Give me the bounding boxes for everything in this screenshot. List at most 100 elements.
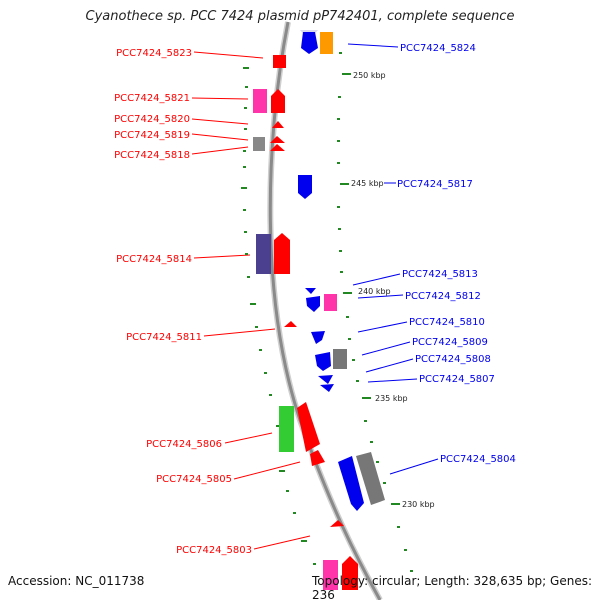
gene-label-5821[interactable]: PCC7424_5821 (114, 93, 190, 104)
gene-label-5810[interactable]: PCC7424_5810 (409, 317, 485, 328)
gene-5810-arrow (311, 331, 325, 344)
leader-5814 (193, 254, 251, 259)
minor-tick (383, 482, 386, 484)
leader-5811 (203, 328, 276, 337)
minor-tick (247, 276, 250, 278)
gene-label-5820[interactable]: PCC7424_5820 (114, 114, 190, 125)
gene-5809-gray-block (333, 349, 347, 369)
minor-tick (244, 107, 247, 109)
gene-5813-arrow (305, 288, 316, 294)
gene-label-5811[interactable]: PCC7424_5811 (126, 332, 202, 343)
gene-label-5824[interactable]: PCC7424_5824 (400, 43, 476, 54)
scale-tick-245 (340, 183, 349, 185)
gene-5804-arrow (338, 456, 364, 511)
topology-text: Topology: circular; Length: 328,635 bp; … (312, 574, 592, 600)
leader-5803 (253, 535, 311, 550)
minor-tick (337, 206, 340, 208)
gene-label-5817[interactable]: PCC7424_5817 (397, 179, 473, 190)
gene-5818-gray-block (253, 137, 265, 151)
inner-tick (250, 303, 256, 305)
gene-label-5823[interactable]: PCC7424_5823 (116, 48, 192, 59)
scale-tick-235 (362, 397, 371, 399)
minor-tick (245, 253, 248, 255)
minor-tick (340, 271, 343, 273)
gene-label-5808[interactable]: PCC7424_5808 (415, 354, 491, 365)
minor-tick (397, 526, 400, 528)
gene-bottom-arrow (342, 556, 358, 590)
right-gene-labels: PCC7424_5824 PCC7424_5817 PCC7424_5813 P… (397, 43, 516, 465)
gene-label-5807[interactable]: PCC7424_5807 (419, 374, 495, 385)
leader-5808 (365, 358, 414, 373)
minor-tick (259, 349, 262, 351)
minor-tick (293, 512, 296, 514)
gene-label-5805[interactable]: PCC7424_5805 (156, 474, 232, 485)
minor-tick (337, 162, 340, 164)
leader-5821 (191, 97, 249, 100)
gene-5804-gray-block (356, 452, 385, 505)
minor-tick (313, 563, 316, 565)
gene-label-5814[interactable]: PCC7424_5814 (116, 254, 192, 265)
gene-5805-arrow (310, 450, 325, 466)
gene-label-5804[interactable]: PCC7424_5804 (440, 454, 516, 465)
leader-5824 (347, 43, 399, 48)
accession-text: Accession: NC_011738 (8, 574, 145, 588)
gene-5811-arrow (284, 321, 297, 327)
gene-label-5819[interactable]: PCC7424_5819 (114, 130, 190, 141)
inner-tick (243, 67, 249, 69)
left-leader-lines (191, 51, 311, 550)
minor-tick (356, 380, 359, 382)
map-title: Cyanothece sp. PCC 7424 plasmid pP742401… (85, 9, 515, 24)
minor-tick (337, 118, 340, 120)
minor-tick (339, 250, 342, 252)
leader-5810 (357, 321, 408, 333)
minor-tick (276, 425, 279, 427)
gene-label-5818[interactable]: PCC7424_5818 (114, 150, 190, 161)
gene-5818-arrow (270, 144, 285, 151)
minor-tick (338, 96, 341, 98)
gene-5803-arrow (330, 520, 344, 527)
gene-5812-pink-block (324, 294, 337, 311)
inner-tick (301, 540, 307, 542)
leader-5818 (191, 146, 249, 155)
minor-tick (410, 570, 413, 572)
minor-tick (339, 52, 342, 54)
gene-label-5806[interactable]: PCC7424_5806 (146, 439, 222, 450)
minor-tick (346, 316, 349, 318)
minor-tick (245, 86, 248, 88)
scale-label-240: 240 kbp (358, 287, 391, 296)
scale-label-230: 230 kbp (402, 500, 435, 509)
gene-label-5809[interactable]: PCC7424_5809 (412, 337, 488, 348)
gene-label-5812[interactable]: PCC7424_5812 (405, 291, 481, 302)
gene-5819-arrow (270, 136, 285, 143)
minor-tick (244, 231, 247, 233)
gene-5821-pink-block (253, 89, 267, 113)
gene-label-5813[interactable]: PCC7424_5813 (402, 269, 478, 280)
gene-5806-arrow (297, 402, 320, 452)
scale-tick-240 (343, 292, 352, 294)
leader-5823 (193, 51, 264, 59)
gene-5807-arrow (320, 384, 334, 392)
minor-tick (269, 394, 272, 396)
leader-5807 (367, 378, 418, 383)
minor-tick (338, 228, 341, 230)
minor-tick (264, 372, 267, 374)
minor-tick (243, 150, 246, 152)
gene-5823-arrow (273, 55, 286, 68)
leader-5820 (191, 118, 249, 125)
leader-5819 (191, 133, 249, 141)
minor-tick (364, 420, 367, 422)
gene-5809-arrow (315, 352, 331, 371)
scale-label-235: 235 kbp (375, 394, 408, 403)
gene-5808-arrow (318, 375, 333, 384)
minor-tick (243, 166, 246, 168)
scale-tick-230 (391, 503, 400, 505)
minor-tick (404, 549, 407, 551)
inner-tick (279, 470, 285, 472)
leader-5805 (233, 461, 301, 480)
minor-tick (337, 140, 340, 142)
gene-label-5803[interactable]: PCC7424_5803 (176, 545, 252, 556)
scale-label-250: 250 kbp (353, 71, 386, 80)
gene-5824-orange-block (320, 32, 333, 54)
